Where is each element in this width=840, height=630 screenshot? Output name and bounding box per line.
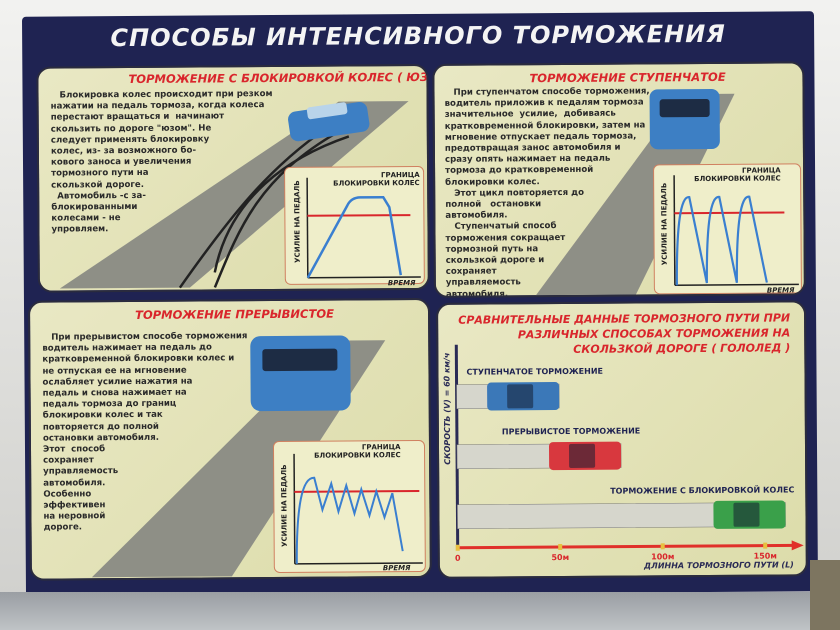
force-curve	[306, 195, 403, 279]
x-axis-label: ВРЕМЯ	[382, 564, 411, 573]
panel-title: ТОРМОЖЕНИЕ СТУПЕНЧАТОЕ	[529, 69, 726, 86]
door-jamb	[810, 560, 840, 630]
x-axis-arrowhead	[791, 540, 804, 551]
poster-title: СПОСОБЫ ИНТЕНСИВНОГО ТОРМОЖЕНИЯ	[110, 19, 726, 53]
bar-label: СТУПЕНЧАТОЕ ТОРМОЖЕНИЕ	[466, 367, 603, 377]
panel-intermittent: ТОРМОЖЕНИЕ ПРЕРЫВИСТОЕ При прерывистом с…	[27, 297, 432, 581]
panel-stepped: ТОРМОЖЕНИЕ СТУПЕНЧАТОЕ При ступенчатом с…	[432, 61, 806, 298]
panel-title: ТОРМОЖЕНИЕ ПРЕРЫВИСТОЕ	[135, 306, 334, 322]
tick-label: 50м	[551, 553, 569, 562]
x-axis-label: ВРЕМЯ	[766, 286, 795, 295]
door-frame	[0, 592, 840, 630]
panel-text: Блокировка колес происходит при резком н…	[50, 89, 273, 236]
bar-label: ПРЕРЫВИСТОЕ ТОРМОЖЕНИЕ	[502, 426, 640, 436]
y-axis-label: УСИЛИЕ НА ПЕДАЛЬ	[660, 182, 669, 266]
panel-wheel-lock: ТОРМОЖЕНИЕ С БЛОКИРОВКОЙ КОЛЕС ( ЮЗ ) Бл…	[36, 63, 430, 293]
limit-label: ГРАНИЦА БЛОКИРОВКИ КОЛЕС	[314, 443, 401, 460]
car-roof	[507, 384, 534, 409]
tick-mark	[558, 544, 563, 551]
car-roof	[733, 502, 760, 527]
road-illustration	[535, 88, 735, 296]
tick-label: 0	[455, 554, 461, 563]
x-axis-label: ДЛИННА ТОРМОЗНОГО ПУТИ (L)	[644, 560, 794, 571]
force-curve	[295, 476, 404, 564]
poster: СПОСОБЫ ИНТЕНСИВНОГО ТОРМОЖЕНИЯ ТОРМОЖЕН…	[21, 11, 819, 597]
limit-label: ГРАНИЦА БЛОКИРОВКИ КОЛЕС	[694, 166, 781, 184]
tick-mark	[660, 543, 665, 550]
panel-text: При ступенчатом способе торможения, води…	[444, 86, 650, 298]
panel-text: При прерывистом способе торможения водит…	[42, 331, 248, 534]
panel-braking-distance-comparison: СРАВНИТЕЛЬНЫЕ ДАННЫЕ ТОРМОЗНОГО ПУТИ ПРИ…	[435, 300, 808, 579]
y-axis-label: УСИЛИЕ НА ПЕДАЛЬ	[280, 464, 289, 547]
car-roof	[568, 443, 596, 468]
bar-label: ТОРМОЖЕНИЕ С БЛОКИРОВКОЙ КОЛЕС	[610, 483, 794, 495]
panel-title: ТОРМОЖЕНИЕ С БЛОКИРОВКОЙ КОЛЕС ( ЮЗ )	[128, 69, 430, 87]
road-illustration	[91, 335, 386, 578]
lock-limit-line	[674, 211, 785, 215]
force-curve	[675, 195, 768, 286]
limit-label: ГРАНИЦА БЛОКИРОВКИ КОЛЕС	[333, 170, 420, 188]
force-time-chart: ГРАНИЦА БЛОКИРОВКИ КОЛЕС УСИЛИЕ НА ПЕДАЛ…	[284, 165, 425, 288]
tick-label: 100м	[651, 552, 674, 561]
x-axis-arrow	[457, 543, 795, 550]
distance-comparison-chart: 0 50м 100м 150м СТУПЕНЧАТОЕ ТОРМОЖЕНИЕ ПРЕРЫВ…	[454, 344, 804, 563]
tick-mark	[455, 544, 460, 551]
lock-limit-line	[294, 490, 420, 493]
force-time-chart: ГРАНИЦА БЛОКИРОВКИ КОЛЕС УСИЛИЕ НА ПЕДАЛ…	[272, 439, 426, 574]
y-axis-label: УСИЛИЕ НА ПЕДАЛЬ	[293, 180, 302, 263]
x-axis-label: ВРЕМЯ	[387, 279, 416, 288]
force-time-chart: ГРАНИЦА БЛОКИРОВКИ КОЛЕС УСИЛИЕ НА ПЕДАЛ…	[653, 163, 802, 295]
lock-limit-line	[307, 214, 411, 217]
tick-label: 150м	[754, 552, 777, 561]
tick-mark	[763, 542, 768, 549]
skidding-road-illustration	[59, 101, 409, 289]
